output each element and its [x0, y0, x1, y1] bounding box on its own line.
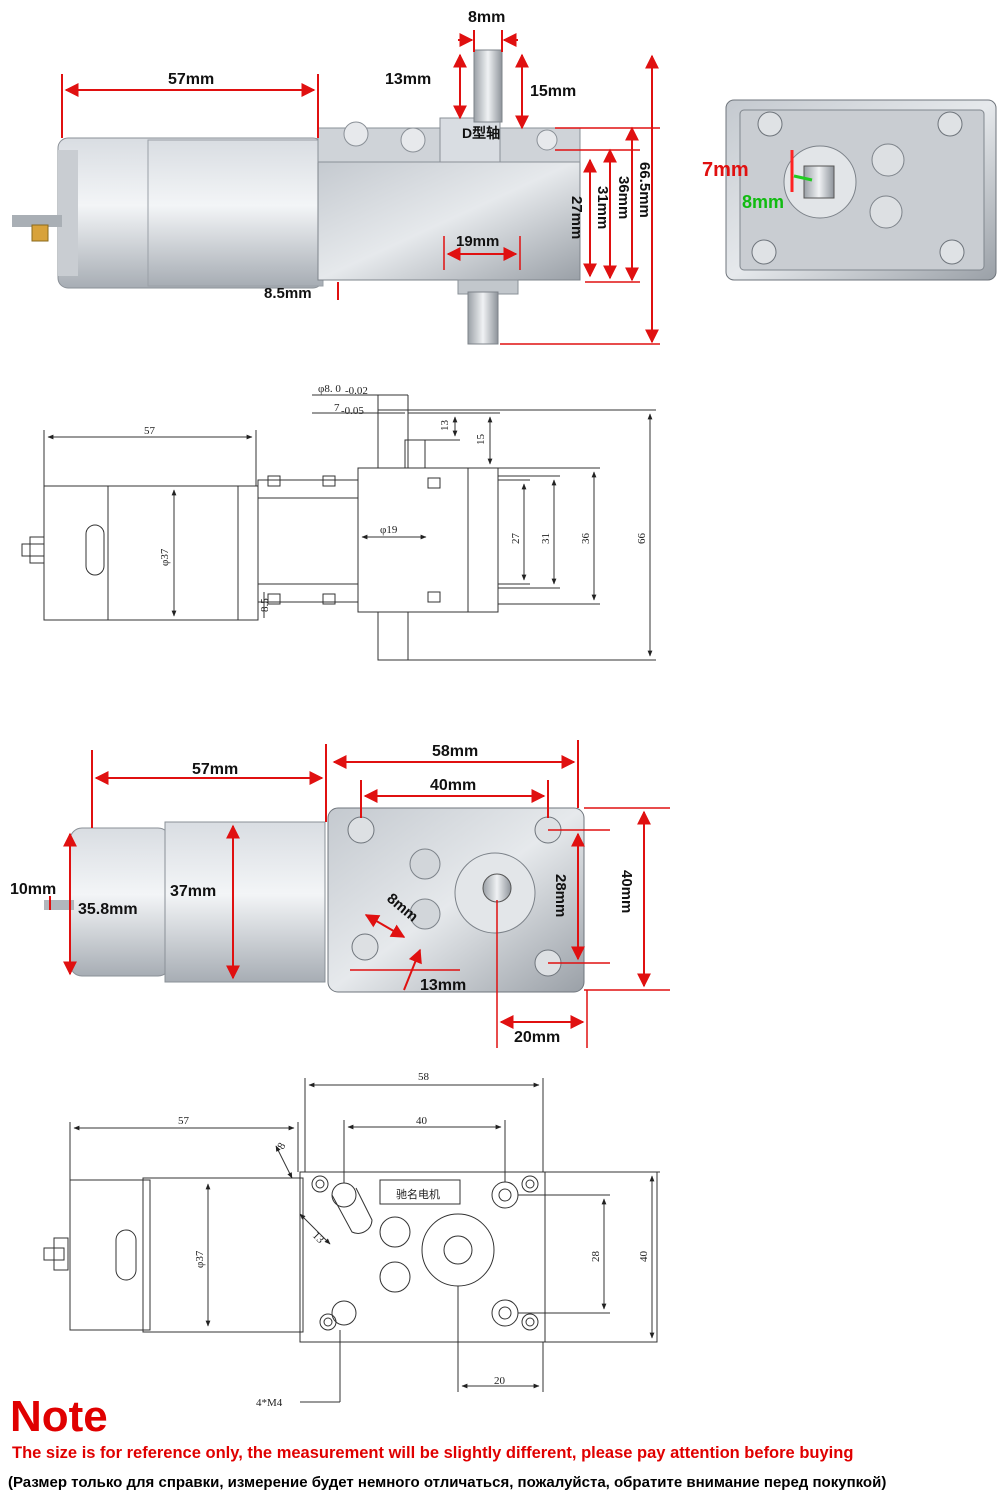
dim-front-40w: 40mm [430, 777, 476, 794]
dim-shaft-15: 15mm [530, 83, 576, 100]
photo-top-view: 57mm 8mm 13mm 15mm D型轴 27mm 31mm 36mm 66… [12, 9, 660, 345]
output-shaft-top [473, 49, 503, 123]
dim-drawing-holes: 4*M4 [256, 1397, 283, 1409]
dim-side-flat: 7 [334, 402, 340, 414]
dim-drawing-dia37: φ37 [194, 1250, 206, 1268]
dim-front-40h: 40mm [618, 870, 635, 913]
dim-h36: 36mm [615, 176, 632, 219]
dim-side-shaft-tol: -0.02 [345, 385, 368, 397]
dim-drawing-20: 20 [494, 1375, 506, 1387]
drawing-side-view [21, 394, 656, 661]
note-english: The size is for reference only, the meas… [12, 1444, 854, 1462]
dim-side-57: 57 [144, 425, 156, 437]
dim-drawing-28: 28 [590, 1251, 602, 1263]
dim-h665: 66.5mm [636, 162, 653, 218]
photo-front-view: 57mm 58mm 40mm 37mm 35.8mm 10mm 28mm 40m… [10, 740, 670, 1048]
dim-front-28: 28mm [552, 874, 569, 917]
dim-drawing-s13: 13 [310, 1230, 327, 1247]
dim-side-flat-tol: -0.05 [341, 405, 364, 417]
dim-h85: 8.5mm [264, 285, 312, 302]
dim-drawing-40w: 40 [416, 1115, 428, 1127]
note-russian: (Размер только для справки, измерение бу… [8, 1474, 887, 1491]
dim-front-58: 58mm [432, 743, 478, 760]
note-title: Note [10, 1392, 108, 1441]
dim-front-s13: 13mm [420, 977, 466, 994]
dim-w19: 19mm [456, 233, 499, 250]
dim-d7: 7mm [702, 159, 749, 181]
dim-drawing-57: 57 [178, 1115, 190, 1127]
dim-front-37: 37mm [170, 883, 216, 900]
dim-front-57: 57mm [192, 761, 238, 778]
dim-side-dia37: φ37 [159, 548, 171, 566]
output-shaft-bottom [467, 291, 499, 345]
brand-label: 驰名电机 [396, 1187, 440, 1201]
dim-side-27: 27 [510, 533, 522, 545]
dim-side-36: 36 [580, 533, 592, 545]
dim-front-20: 20mm [514, 1029, 560, 1046]
brand-box [379, 1179, 461, 1205]
drawing-front-labels: 58 57 40 8 13 φ37 28 40 20 4*M4 驰名电机 [178, 1071, 650, 1409]
dim-side-31: 31 [540, 533, 552, 544]
dim-drawing-s8: 8 [275, 1140, 288, 1151]
dim-side-15: 15 [475, 434, 487, 446]
dim-body-length: 57mm [168, 71, 214, 88]
dim-shaft-width: 8mm [468, 9, 505, 26]
dim-side-dia19: φ19 [380, 524, 398, 536]
dim-drawing-40h: 40 [638, 1251, 650, 1263]
gearbox-body [317, 159, 581, 281]
dim-side-66: 66 [636, 533, 648, 545]
output-shaft-front [482, 873, 512, 903]
photo-face-view: 7mm 8mm [702, 99, 997, 281]
dim-h27: 27mm [568, 196, 585, 239]
dim-side-13: 13 [439, 420, 451, 432]
dim-side-shaft-d: φ8. 0 [318, 383, 341, 395]
dim-front-10: 10mm [10, 881, 56, 898]
dim-d8: 8mm [742, 192, 784, 212]
dim-side-85: 8.5 [259, 598, 271, 612]
dim-drawing-58: 58 [418, 1071, 430, 1083]
dim-shaft-13: 13mm [385, 71, 431, 88]
dim-front-358: 35.8mm [78, 901, 138, 918]
shaft-type-label: D型轴 [462, 125, 500, 141]
dim-h31: 31mm [594, 186, 611, 229]
drawing-front-view [43, 1078, 660, 1403]
d-shaft-face [803, 165, 835, 199]
drawing-side-labels: 57 φ8. 0 -0.02 7 -0.05 13 15 φ37 φ19 27 … [144, 383, 648, 612]
